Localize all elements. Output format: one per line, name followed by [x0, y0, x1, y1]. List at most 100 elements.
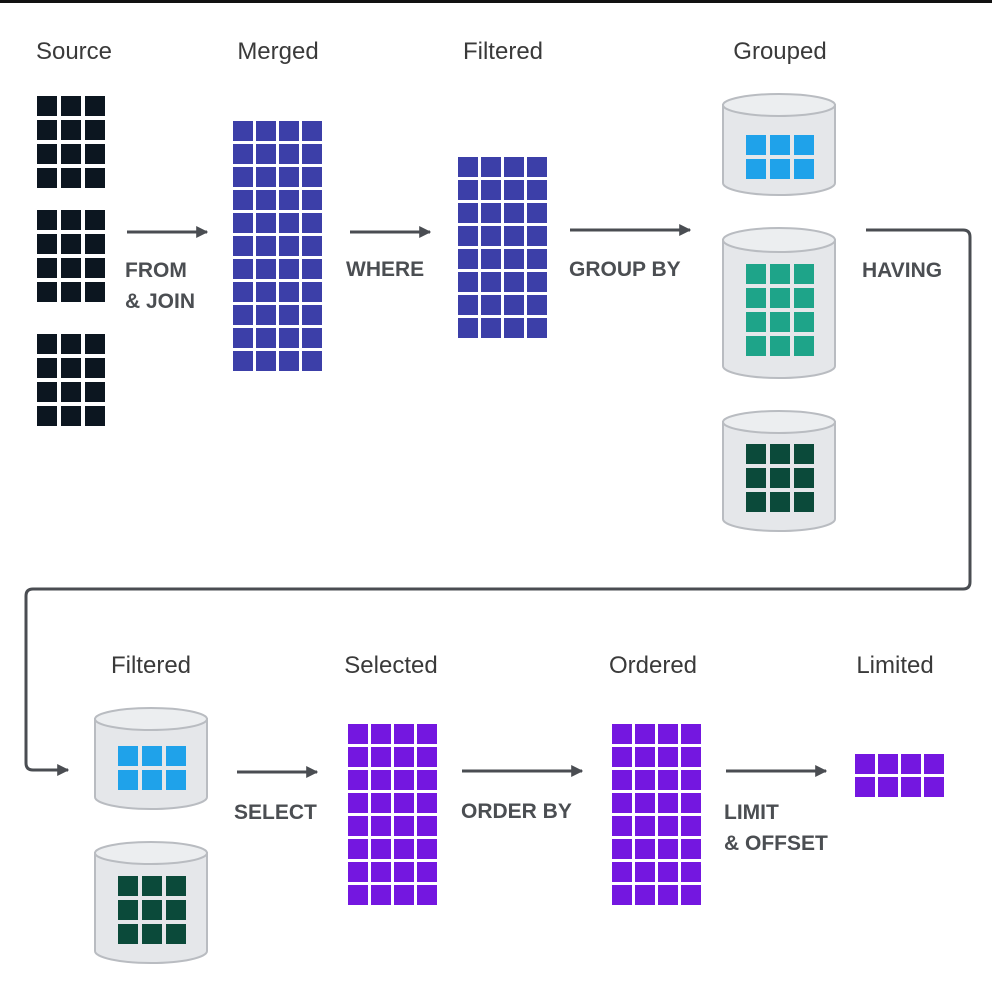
table-cell: [527, 249, 547, 269]
table-cell: [612, 724, 632, 744]
title-grouped: Grouped: [733, 38, 827, 65]
table-cell: [279, 190, 299, 210]
table-cell: [658, 793, 678, 813]
table-cell: [612, 793, 632, 813]
group-2-rows: [746, 264, 814, 356]
table-cell: [770, 264, 790, 284]
table-cell: [458, 226, 478, 246]
table-cell: [527, 272, 547, 292]
table-cell: [770, 288, 790, 308]
table-cell: [635, 816, 655, 836]
table-cell: [279, 259, 299, 279]
table-cell: [527, 203, 547, 223]
table-cell: [635, 770, 655, 790]
table-cell: [256, 351, 276, 371]
table-cell: [302, 305, 322, 325]
op-from-join-line-1: FROM: [125, 259, 187, 282]
table-cell: [233, 328, 253, 348]
table-cell: [61, 210, 81, 230]
table-cell: [527, 295, 547, 315]
op-order-by-line-1: ORDER BY: [461, 800, 572, 823]
top-border: [0, 0, 992, 3]
table-cell: [746, 336, 766, 356]
table-cell: [770, 135, 790, 155]
table-cell: [85, 382, 105, 402]
table-cell: [878, 754, 898, 774]
table-cell: [794, 288, 814, 308]
table-cell: [770, 468, 790, 488]
table-cell: [794, 492, 814, 512]
table-cell: [394, 839, 414, 859]
table-cell: [142, 900, 162, 920]
table-cell: [681, 747, 701, 767]
table-cell: [279, 351, 299, 371]
table-cell: [61, 144, 81, 164]
limited-table: [855, 754, 944, 797]
table-cell: [61, 234, 81, 254]
table-cell: [681, 839, 701, 859]
table-cell: [658, 885, 678, 905]
source-table-3: [37, 334, 105, 426]
table-cell: [37, 258, 57, 278]
table-cell: [233, 305, 253, 325]
table-cell: [504, 226, 524, 246]
table-cell: [481, 272, 501, 292]
table-cell: [142, 770, 162, 790]
table-cell: [612, 770, 632, 790]
table-cell: [504, 318, 524, 338]
table-cell: [302, 259, 322, 279]
table-cell: [612, 862, 632, 882]
table-cell: [746, 468, 766, 488]
table-cell: [794, 444, 814, 464]
table-cell: [256, 144, 276, 164]
table-cell: [746, 492, 766, 512]
table-cell: [458, 157, 478, 177]
table-cell: [61, 334, 81, 354]
op-where: WHERE: [346, 254, 424, 285]
table-cell: [371, 724, 391, 744]
source-table-2: [37, 210, 105, 302]
table-cell: [527, 226, 547, 246]
table-cell: [770, 336, 790, 356]
title-source: Source: [35, 38, 113, 65]
table-cell: [481, 226, 501, 246]
op-limit-offset-line-1: LIMIT: [724, 801, 779, 824]
table-cell: [371, 862, 391, 882]
table-cell: [61, 358, 81, 378]
table-cell: [794, 159, 814, 179]
table-cell: [279, 305, 299, 325]
table-cell: [302, 351, 322, 371]
table-cell: [279, 121, 299, 141]
title-ordered: Ordered: [608, 652, 698, 679]
table-cell: [233, 167, 253, 187]
table-cell: [681, 770, 701, 790]
table-cell: [85, 406, 105, 426]
table-cell: [348, 747, 368, 767]
table-cell: [348, 885, 368, 905]
table-cell: [118, 746, 138, 766]
table-cell: [371, 885, 391, 905]
table-cell: [417, 885, 437, 905]
table-cell: [794, 468, 814, 488]
table-cell: [37, 96, 57, 116]
table-cell: [746, 135, 766, 155]
table-cell: [371, 793, 391, 813]
table-cell: [394, 793, 414, 813]
table-cell: [348, 839, 368, 859]
table-cell: [417, 770, 437, 790]
op-limit-offset: LIMIT & OFFSET: [724, 797, 828, 859]
table-cell: [37, 282, 57, 302]
table-cell: [681, 816, 701, 836]
table-cell: [348, 770, 368, 790]
table-cell: [279, 328, 299, 348]
table-cell: [770, 312, 790, 332]
table-cell: [233, 236, 253, 256]
table-cell: [61, 406, 81, 426]
table-cell: [658, 747, 678, 767]
table-cell: [233, 144, 253, 164]
table-cell: [302, 282, 322, 302]
table-cell: [37, 358, 57, 378]
table-cell: [142, 746, 162, 766]
table-cell: [417, 747, 437, 767]
